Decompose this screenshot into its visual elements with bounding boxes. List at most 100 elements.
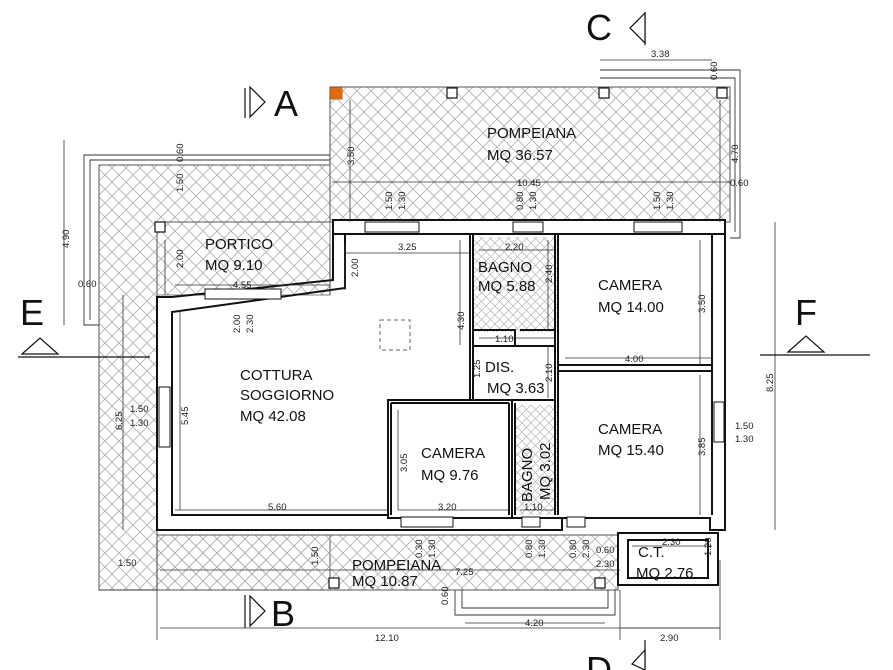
pompeiana-north-name: POMPEIANA xyxy=(487,125,576,142)
dim-label: 1.25 xyxy=(472,360,483,379)
dim-label: 5.60 xyxy=(268,502,287,513)
dim-label: 2.20 xyxy=(505,242,524,253)
dim-label: 2.30 xyxy=(662,537,681,548)
dim-label: 1.30 xyxy=(397,192,408,211)
dim-label: 3.85 xyxy=(697,438,708,457)
dim-label: 1.50 xyxy=(310,547,321,566)
bagno-2-area-label: MQ 3.02 xyxy=(537,442,554,500)
dim-label: 1.20 xyxy=(703,538,714,557)
dim-label: 4.90 xyxy=(61,230,72,249)
soggiorno-name: SOGGIORNO xyxy=(240,387,334,404)
bagno-2-name: BAGNO xyxy=(519,448,536,502)
bagno-1-name: BAGNO xyxy=(478,259,532,276)
dim-label: 6.25 xyxy=(114,412,125,431)
house-outer-wall xyxy=(156,219,726,531)
dim-label: 2.00 xyxy=(175,250,186,269)
dim-label: 1.30 xyxy=(537,540,548,559)
dim-label: 1.50 xyxy=(652,192,663,211)
dim-label: 1.30 xyxy=(665,192,676,211)
bagno-1-area-label: MQ 5.88 xyxy=(478,278,536,295)
section-e-label: E xyxy=(20,292,44,333)
dim-label: 2.30 xyxy=(245,315,256,334)
dis-area-label: MQ 3.63 xyxy=(487,380,545,397)
section-letters: A B C D E F xyxy=(20,7,817,670)
dim-label: 2.30 xyxy=(581,540,592,559)
dim-label: 0.60 xyxy=(730,178,749,189)
pillars xyxy=(154,87,728,589)
dim-label: 4.55 xyxy=(233,280,252,291)
pompeiana-north-area-label: MQ 36.57 xyxy=(487,147,553,164)
section-b-label: B xyxy=(271,593,295,634)
ct-area-label: MQ 2.76 xyxy=(636,565,694,582)
dim-label: 3.20 xyxy=(438,502,457,513)
dim-label: 3.38 xyxy=(651,49,670,60)
camera-3-name: CAMERA xyxy=(598,421,662,438)
dim-label: 0.80 xyxy=(515,192,526,211)
dim-label: 2.00 xyxy=(232,315,243,334)
bagno-1-tiles xyxy=(473,237,557,332)
dim-label: 3.50 xyxy=(346,147,357,166)
dim-label: 1.10 xyxy=(524,502,543,513)
dimension-lines xyxy=(63,59,776,640)
camera-1-area-label: MQ 14.00 xyxy=(598,299,664,316)
dim-label: 0.60 xyxy=(709,62,720,81)
dim-label: 2.10 xyxy=(544,364,555,383)
dim-label: 4.00 xyxy=(625,354,644,365)
ct-room-walls xyxy=(617,532,719,586)
dim-label: 1.50 xyxy=(118,558,137,569)
section-markers xyxy=(18,11,870,670)
camera-2-name: CAMERA xyxy=(421,445,485,462)
section-f-label: F xyxy=(795,292,817,333)
dim-label: 3.50 xyxy=(697,295,708,314)
ct-name: C.T. xyxy=(638,544,665,561)
dim-label: 1.50 xyxy=(735,421,754,432)
dim-label: 4.30 xyxy=(456,312,467,331)
dim-label: 2.00 xyxy=(350,259,361,278)
portico-name: PORTICO xyxy=(205,236,273,253)
camera-3-area-label: MQ 15.40 xyxy=(598,442,664,459)
dim-label: 1.30 xyxy=(427,540,438,559)
bagno-2-tiles xyxy=(515,405,557,515)
dim-label: 2.40 xyxy=(544,265,555,284)
corner-marker xyxy=(330,87,343,100)
section-d-label: D xyxy=(586,649,612,670)
dim-label: 1.50 xyxy=(175,174,186,193)
dim-label: 2.30 xyxy=(596,559,615,570)
dim-label: 0.60 xyxy=(175,144,186,163)
dim-label: 1.30 xyxy=(130,418,149,429)
pompeiana-south-area-label: MQ 10.87 xyxy=(352,573,418,590)
dim-label: 12.10 xyxy=(375,633,399,644)
camera-2-area-label: MQ 9.76 xyxy=(421,467,479,484)
dim-label: 1.50 xyxy=(384,192,395,211)
dim-label: 1.10 xyxy=(495,334,514,345)
dimension-labels: 3.38 0.60 4.70 0.60 3.50 10.45 0.60 1.50… xyxy=(61,49,776,644)
dim-label: 4.20 xyxy=(525,618,544,629)
dim-label: 7.25 xyxy=(455,567,474,578)
portico-area-label: MQ 9.10 xyxy=(205,257,263,274)
section-a-label: A xyxy=(274,83,298,124)
dim-label: 2.90 xyxy=(660,633,679,644)
camera-1-name: CAMERA xyxy=(598,277,662,294)
windows xyxy=(158,221,725,528)
dim-label: 0.60 xyxy=(78,279,97,290)
dim-label: 10.45 xyxy=(517,178,541,189)
dis-name: DIS. xyxy=(485,359,514,376)
dim-label: 1.30 xyxy=(735,434,754,445)
dim-label: 4.70 xyxy=(730,145,741,164)
outline-lines xyxy=(83,69,741,616)
kitchen-hood-outline xyxy=(379,319,411,351)
dim-label: 0.60 xyxy=(440,587,451,606)
dim-label: 1.50 xyxy=(130,404,149,415)
dim-label: 1.30 xyxy=(528,192,539,211)
dim-label: 5.45 xyxy=(180,407,191,426)
dim-label: 3.05 xyxy=(399,454,410,473)
dim-label: 0.80 xyxy=(568,540,579,559)
cottura-area-label: MQ 42.08 xyxy=(240,408,306,425)
dim-label: 8.25 xyxy=(765,374,776,393)
section-c-label: C xyxy=(586,7,612,48)
pompeiana-south-name: POMPEIANA xyxy=(352,557,441,574)
cottura-name: COTTURA xyxy=(240,367,313,384)
dim-label: 0.60 xyxy=(596,545,615,556)
dim-label: 0.30 xyxy=(414,540,425,559)
